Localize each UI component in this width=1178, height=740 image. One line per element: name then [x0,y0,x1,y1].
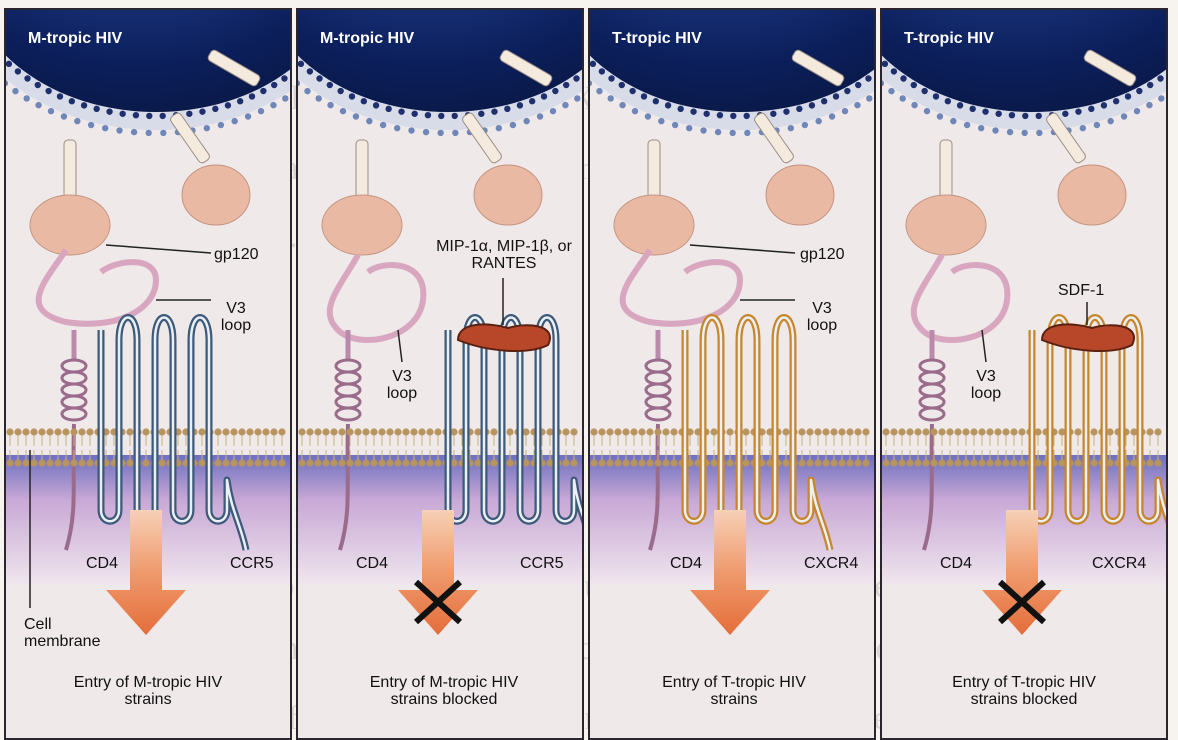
blocked-caption: Entry of T-tropic HIV strains blocked [934,674,1114,708]
gp120-label: gp120 [214,246,259,263]
cell-membrane-bilayer [6,428,285,466]
v3-loop-label: V3 loop [380,368,424,402]
gp41-stalk [940,140,952,198]
gp120-globule [766,165,834,225]
v3-loop-label: V3 loop [798,300,846,334]
gp120-globule [906,195,986,255]
chemokine-blob [458,324,550,351]
v3-loop [39,250,156,324]
panel-t-tropic-entry: T-tropic HIV gp120 V3 loop CD4 CXCR4 Ent… [588,8,876,740]
gp120-label: gp120 [800,246,845,263]
panel-m-tropic-entry: M-tropic HIV gp120 V3 loop CD4 CCR5 Cell… [4,8,292,740]
cd4-label: CD4 [940,555,972,572]
v3-loop [914,255,1008,340]
sdf1-label: SDF-1 [1058,282,1104,299]
chemokine-label: MIP-1α, MIP-1β, or RANTES [436,238,572,272]
gp120-globule [30,195,110,255]
cell-membrane-bilayer [590,428,869,466]
entry-caption: Entry of M-tropic HIV strains [68,674,228,708]
cxcr4-label: CXCR4 [1092,555,1146,572]
panel-t-tropic-blocked: T-tropic HIV SDF-1 V3 loop CD4 CXCR4 Ent… [880,8,1168,740]
cd4-label: CD4 [86,555,118,572]
ccr5-label: CCR5 [520,555,564,572]
gp120-globule [182,165,250,225]
cd4-coil [62,360,86,420]
blocked-caption: Entry of M-tropic HIV strains blocked [356,674,532,708]
gp41-stalk [64,140,76,198]
panel-illustration [298,10,582,738]
gp120-globule [474,165,542,225]
cd4-coil [646,360,670,420]
panel-title: M-tropic HIV [320,30,414,48]
cd4-coil [336,360,360,420]
cd4-label: CD4 [356,555,388,572]
v3-loop-label: V3 loop [212,300,260,334]
panel-title: T-tropic HIV [612,30,702,48]
panel-title: T-tropic HIV [904,30,994,48]
cell-membrane-label: Cell membrane [24,616,104,650]
v3-loop-label: V3 loop [964,368,1008,402]
v3-loop [623,250,740,324]
cxcr4-label: CXCR4 [804,555,858,572]
gp120-globule [614,195,694,255]
gp41-stalk [648,140,660,198]
panel-illustration [590,10,874,738]
cd4-label: CD4 [670,555,702,572]
entry-caption: Entry of T-tropic HIV strains [654,674,814,708]
gp120-globule [1058,165,1126,225]
gp120-leader-line [690,245,795,253]
gp120-globule [322,195,402,255]
panel-title: M-tropic HIV [28,30,122,48]
panel-m-tropic-blocked: M-tropic HIV MIP-1α, MIP-1β, or RANTES V… [296,8,584,740]
cd4-coil [920,360,944,420]
v3-loop [330,255,424,340]
panel-illustration [882,10,1166,738]
chemokine-blob [1042,324,1134,351]
gp41-stalk [356,140,368,198]
gp120-leader-line [106,245,211,253]
ccr5-label: CCR5 [230,555,274,572]
